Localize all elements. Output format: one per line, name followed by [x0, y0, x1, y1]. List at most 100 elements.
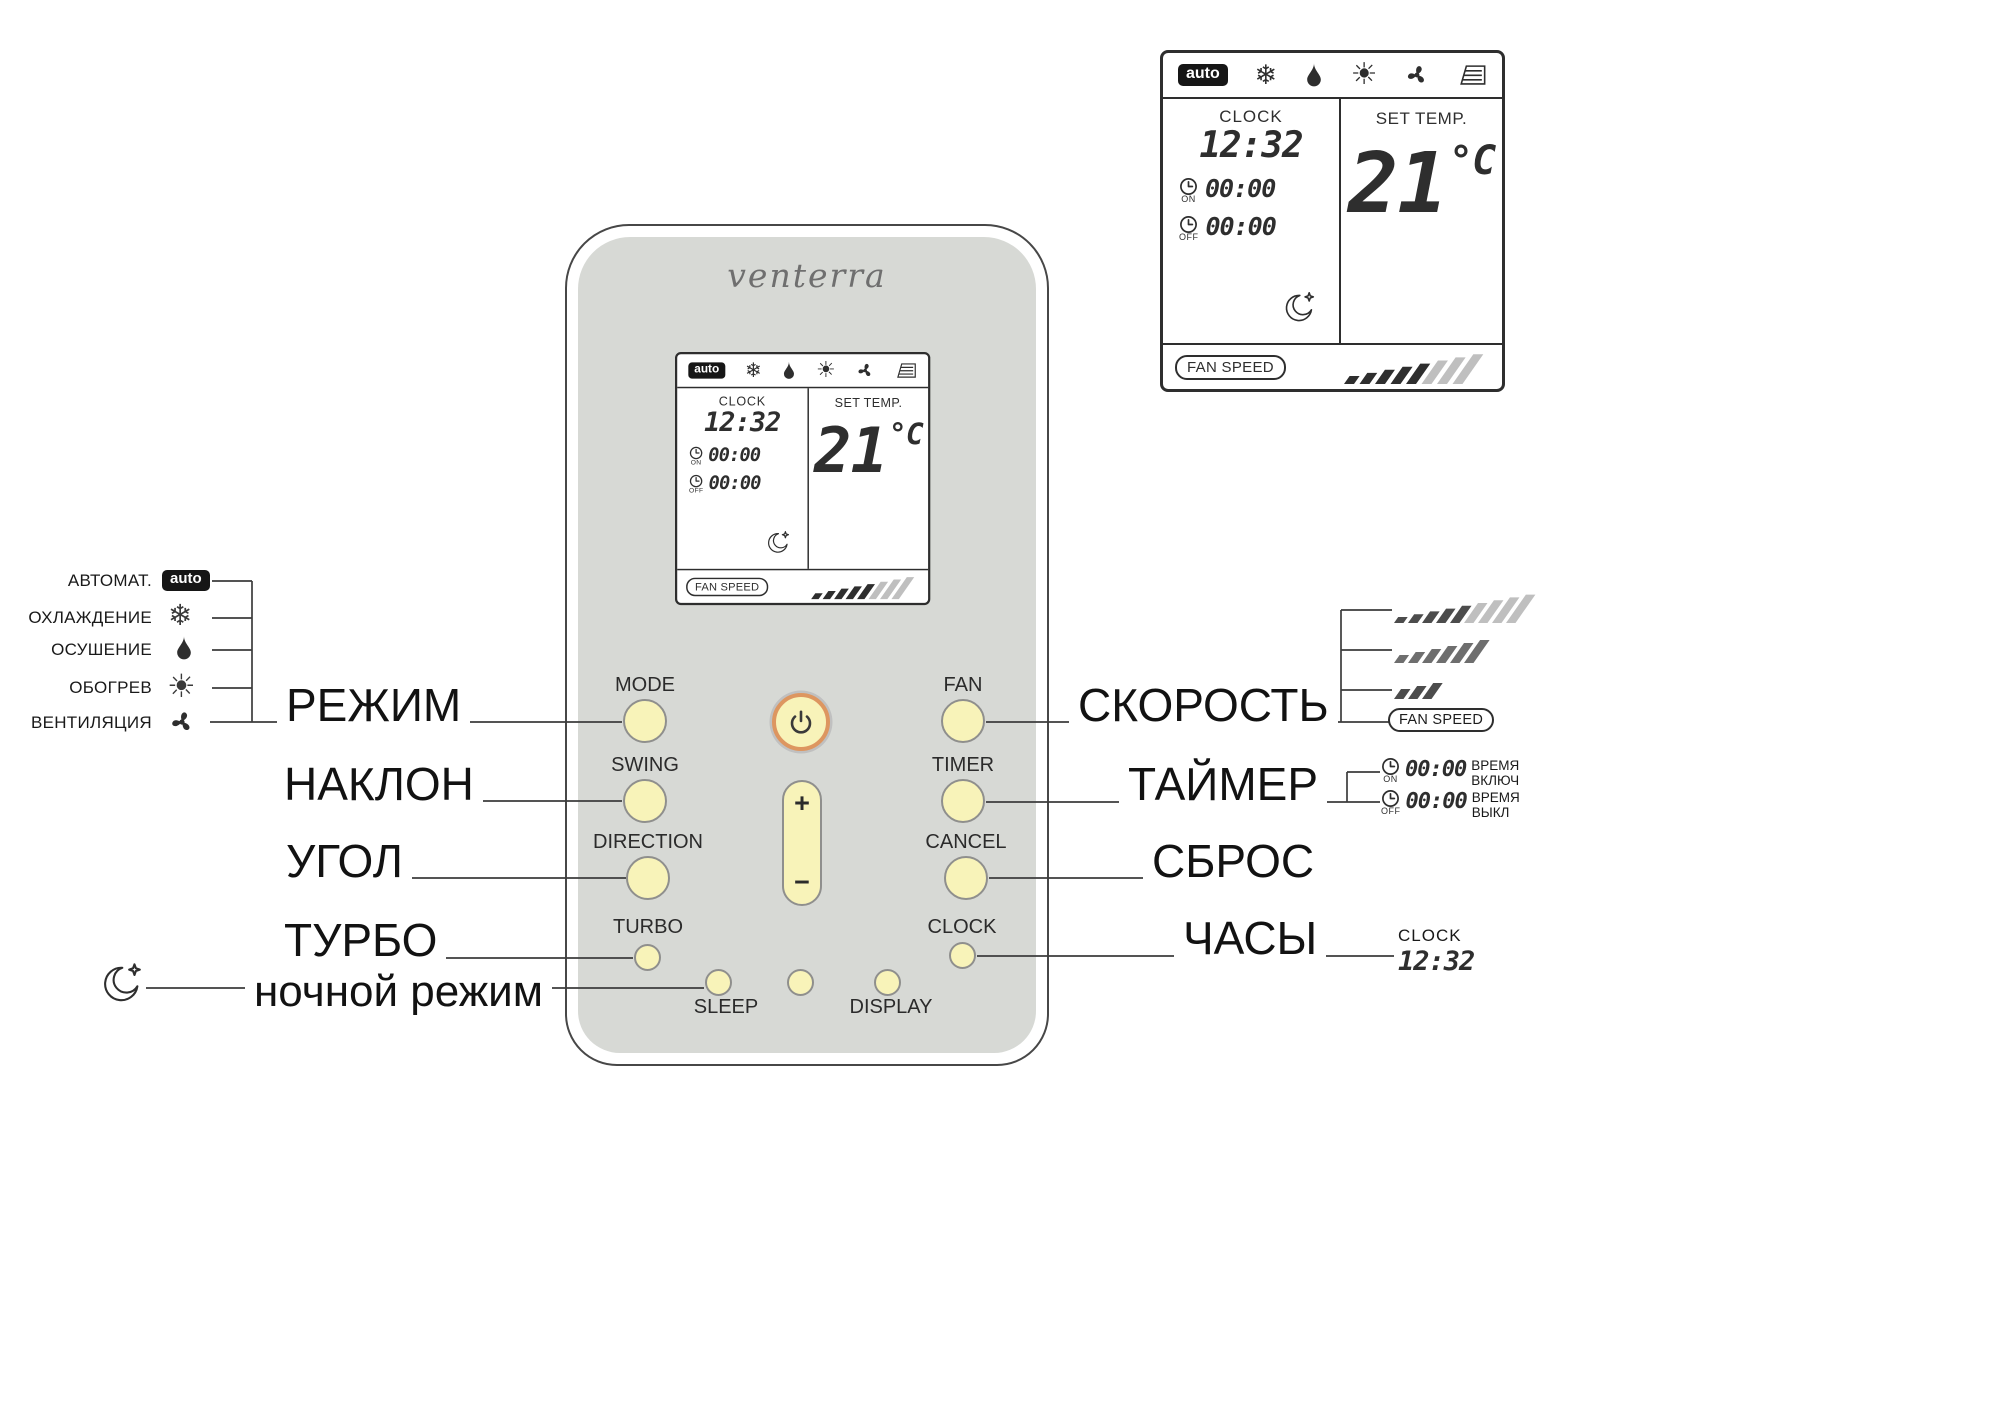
mode-icons-row: auto ❄ ☀ [677, 354, 929, 389]
timer-off-row: OFF 00:00 [1179, 212, 1277, 242]
dry-drop-icon [1307, 63, 1321, 87]
legend-auto-label: АВТОМАТ. [67, 571, 152, 590]
timer-on-label: ON [690, 458, 702, 466]
callout-direction: УГОЛ [277, 836, 412, 887]
callout-cancel: СБРОС [1143, 836, 1324, 887]
clock-reference-value: 12:32 [1398, 946, 1475, 977]
timer-off-label: OFF [1179, 232, 1199, 242]
power-button[interactable] [772, 693, 830, 751]
auto-mode-badge: auto [1178, 64, 1228, 86]
dry-drop-icon [177, 636, 191, 660]
heat-sun-icon: ☀ [816, 357, 836, 383]
set-temp-unit: °C [1448, 138, 1496, 184]
timer-on-label: ON [1383, 774, 1398, 784]
lcd-temp-section: SET TEMP. 21°C [809, 388, 928, 569]
power-icon [790, 710, 812, 734]
brand-logo: venterra [727, 256, 887, 295]
callout-mode: РЕЖИМ [277, 680, 471, 731]
clock-reference-label: CLOCK [1398, 926, 1462, 945]
turbo-button[interactable] [634, 944, 661, 971]
clock-reference: CLOCK 12:32 [1398, 926, 1475, 977]
callout-clock: ЧАСЫ [1174, 913, 1327, 964]
fan-speed-badge: FAN SPEED [686, 577, 769, 596]
legend-heating-label: ОБОГРЕВ [69, 678, 152, 697]
set-temp-value: 21 [813, 414, 888, 487]
set-temp-label: SET TEMP. [1375, 109, 1468, 128]
direction-button-label: DIRECTION [593, 831, 703, 853]
louvre-airflow-icon [1460, 64, 1486, 85]
clock-button-label: CLOCK [927, 916, 997, 938]
clock-value: 12:32 [704, 407, 781, 438]
legend-ventilation-label: ВЕНТИЛЯЦИЯ [30, 713, 152, 732]
timer-button-label: TIMER [931, 754, 995, 776]
timer-off-label: OFF [689, 486, 704, 495]
mode-button-label: MODE [615, 674, 675, 696]
callout-sleep: ночной режим [245, 968, 553, 1016]
fan-speed-badge: FAN SPEED [1388, 708, 1495, 732]
swing-button-label: SWING [611, 754, 679, 776]
lcd-temp-section: SET TEMP. 21°C [1341, 99, 1502, 343]
display-button-label: DISPLAY [849, 996, 933, 1018]
display-button[interactable] [874, 969, 901, 996]
timer-off-value: 00:00 [708, 471, 762, 494]
lcd-display-large: auto ❄ ☀ CLOCK 12:32 [1160, 50, 1505, 392]
timer-clock-icon [689, 446, 703, 460]
cooling-snowflake-icon: ❄ [744, 359, 762, 382]
callout-timer: ТАЙМЕР [1119, 759, 1327, 810]
fan-speed-bars [811, 577, 915, 600]
lcd-clock-section: CLOCK 12:32 ON 00:00 OFF 00:00 [1163, 99, 1341, 343]
fan-speed-bars-low [1394, 683, 1443, 699]
sleep-button-label: SLEEP [693, 996, 759, 1018]
callout-fan: СКОРОСТЬ [1069, 680, 1338, 731]
fan-mode-icon [1408, 66, 1425, 83]
timer-off-row: OFF 00:00 [689, 471, 762, 495]
fan-button[interactable] [941, 699, 985, 743]
timer-on-label: ON [1181, 194, 1196, 204]
legend-drying-label: ОСУШЕНИЕ [51, 640, 152, 659]
clock-button[interactable] [949, 942, 976, 969]
cooling-snowflake-icon: ❄ [1254, 59, 1278, 90]
timer-on-value: 00:00 [708, 443, 761, 466]
timer-button[interactable] [941, 779, 985, 823]
sleep-button[interactable] [705, 969, 732, 996]
timer-off-value: 00:00 [1405, 789, 1468, 814]
direction-button[interactable] [626, 856, 670, 900]
timer-clock-icon [690, 474, 703, 488]
heat-sun-icon: ☀ [1350, 58, 1378, 91]
callout-turbo: ТУРБО [275, 915, 447, 966]
timer-on-row: ON 00:00 [689, 443, 761, 466]
set-temp-label: SET TEMP. [834, 395, 903, 410]
fan-speed-bars-high [1394, 594, 1536, 623]
temp-down-button[interactable]: − [794, 867, 810, 897]
temp-rocker[interactable]: + − [782, 780, 822, 906]
heat-sun-icon: ☀ [167, 668, 196, 704]
turbo-button-label: TURBO [613, 916, 683, 938]
fan-speed-bars-medium [1394, 640, 1490, 663]
timer-clock-icon [1180, 216, 1198, 233]
timer-off-value: 00:00 [1205, 212, 1277, 241]
auto-mode-badge: auto [162, 570, 210, 591]
sleep-moon-icon [1285, 291, 1315, 322]
timer-off-label: OFF [1381, 806, 1401, 816]
clock-label: CLOCK [718, 394, 766, 409]
auto-mode-badge: auto [688, 362, 726, 379]
temp-up-button[interactable]: + [794, 788, 810, 818]
sleep-moon-icon [768, 531, 790, 553]
louvre-airflow-icon [897, 362, 916, 378]
legend-cooling-label: ОХЛАЖДЕНИЕ [28, 608, 152, 627]
unlabeled-round-button[interactable] [787, 969, 814, 996]
cooling-snowflake-icon: ❄ [168, 600, 193, 632]
mode-icons-row: auto ❄ ☀ [1163, 53, 1502, 99]
remote-control [565, 224, 1049, 1066]
swing-button[interactable] [623, 779, 667, 823]
clock-value: 12:32 [1199, 125, 1303, 166]
set-temp-value: 21 [1347, 134, 1448, 232]
cancel-button-label: CANCEL [925, 831, 1007, 853]
cancel-button[interactable] [944, 856, 988, 900]
mode-button[interactable] [623, 699, 667, 743]
timer-clock-icon [1180, 178, 1197, 195]
